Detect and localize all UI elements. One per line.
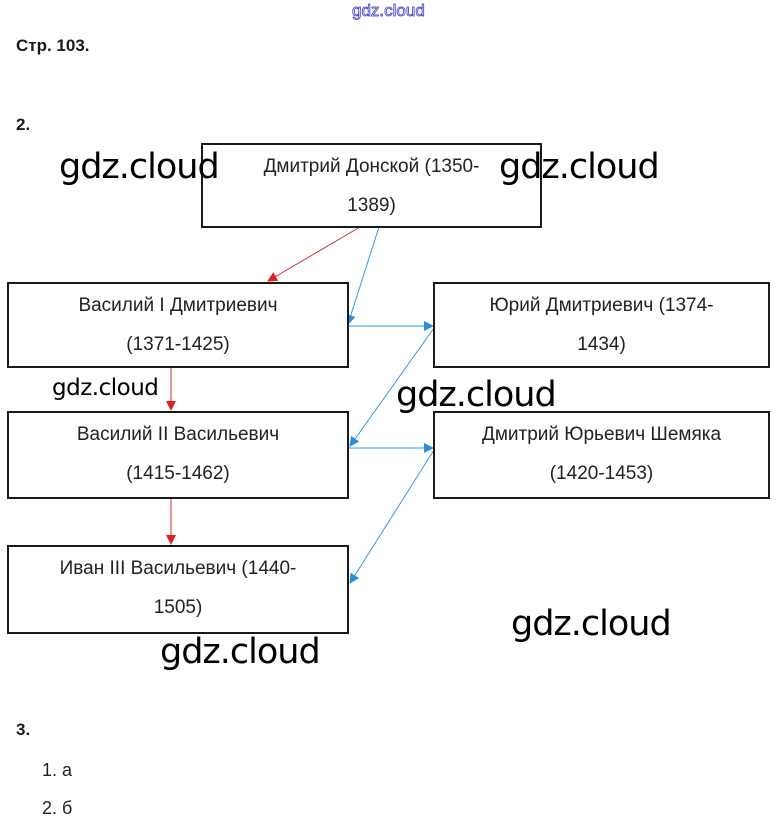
watermark: gdz.cloud <box>511 604 672 644</box>
watermark: gdz.cloud <box>59 147 220 187</box>
box-text-line1: Дмитрий Донской (1350- <box>263 156 480 177</box>
box-vasily-1: Василий I Дмитриевич (1371-1425) <box>7 282 349 368</box>
box-dmitry-donskoy: Дмитрий Донской (1350- 1389) <box>201 143 542 228</box>
box-text-line1: Василий I Дмитриевич <box>78 295 278 316</box>
task-2-number: 2. <box>16 115 31 134</box>
box-text-line2: 1434) <box>577 334 626 355</box>
arrow-donskoy-to-vasily1 <box>267 226 361 282</box>
box-text-line2: (1420-1453) <box>549 463 654 484</box>
watermark: gdz.cloud <box>52 375 159 401</box>
box-vasily-2: Василий II Васильевич (1415-1462) <box>7 411 349 499</box>
page-heading: Стр. 103. <box>16 36 90 55</box>
box-yury: Юрий Дмитриевич (1374- 1434) <box>433 282 770 368</box>
box-ivan-3: Иван III Васильевич (1440- 1505) <box>7 545 349 634</box>
top-watermark: gdz.cloud <box>352 1 426 21</box>
watermark: gdz.cloud <box>160 632 321 672</box>
box-dmitry-shemyaka: Дмитрий Юрьевич Шемяка (1420-1453) <box>433 411 770 499</box>
box-text-line2: (1415-1462) <box>126 463 230 484</box>
answer-item: 1. а <box>42 760 73 780</box>
box-text-line2: 1505) <box>153 597 203 618</box>
box-text-line1: Иван III Васильевич (1440- <box>59 558 297 579</box>
box-text-line1: Юрий Дмитриевич (1374- <box>489 295 714 316</box>
watermark: gdz.cloud <box>499 147 660 187</box>
box-text-line1: Дмитрий Юрьевич Шемяка <box>481 424 722 445</box>
task-3-number: 3. <box>16 720 31 739</box>
watermark: gdz.cloud <box>396 375 557 415</box>
answer-item: 2. б <box>42 798 73 818</box>
box-text-line2: (1371-1425) <box>126 334 230 355</box>
arrow-shemyaka-to-ivan3 <box>349 449 435 584</box>
box-text-line1: Василий II Васильевич <box>76 424 280 445</box>
box-text-line2: 1389) <box>347 195 396 216</box>
arrow-donskoy-to-vasily1-blue <box>345 226 380 325</box>
